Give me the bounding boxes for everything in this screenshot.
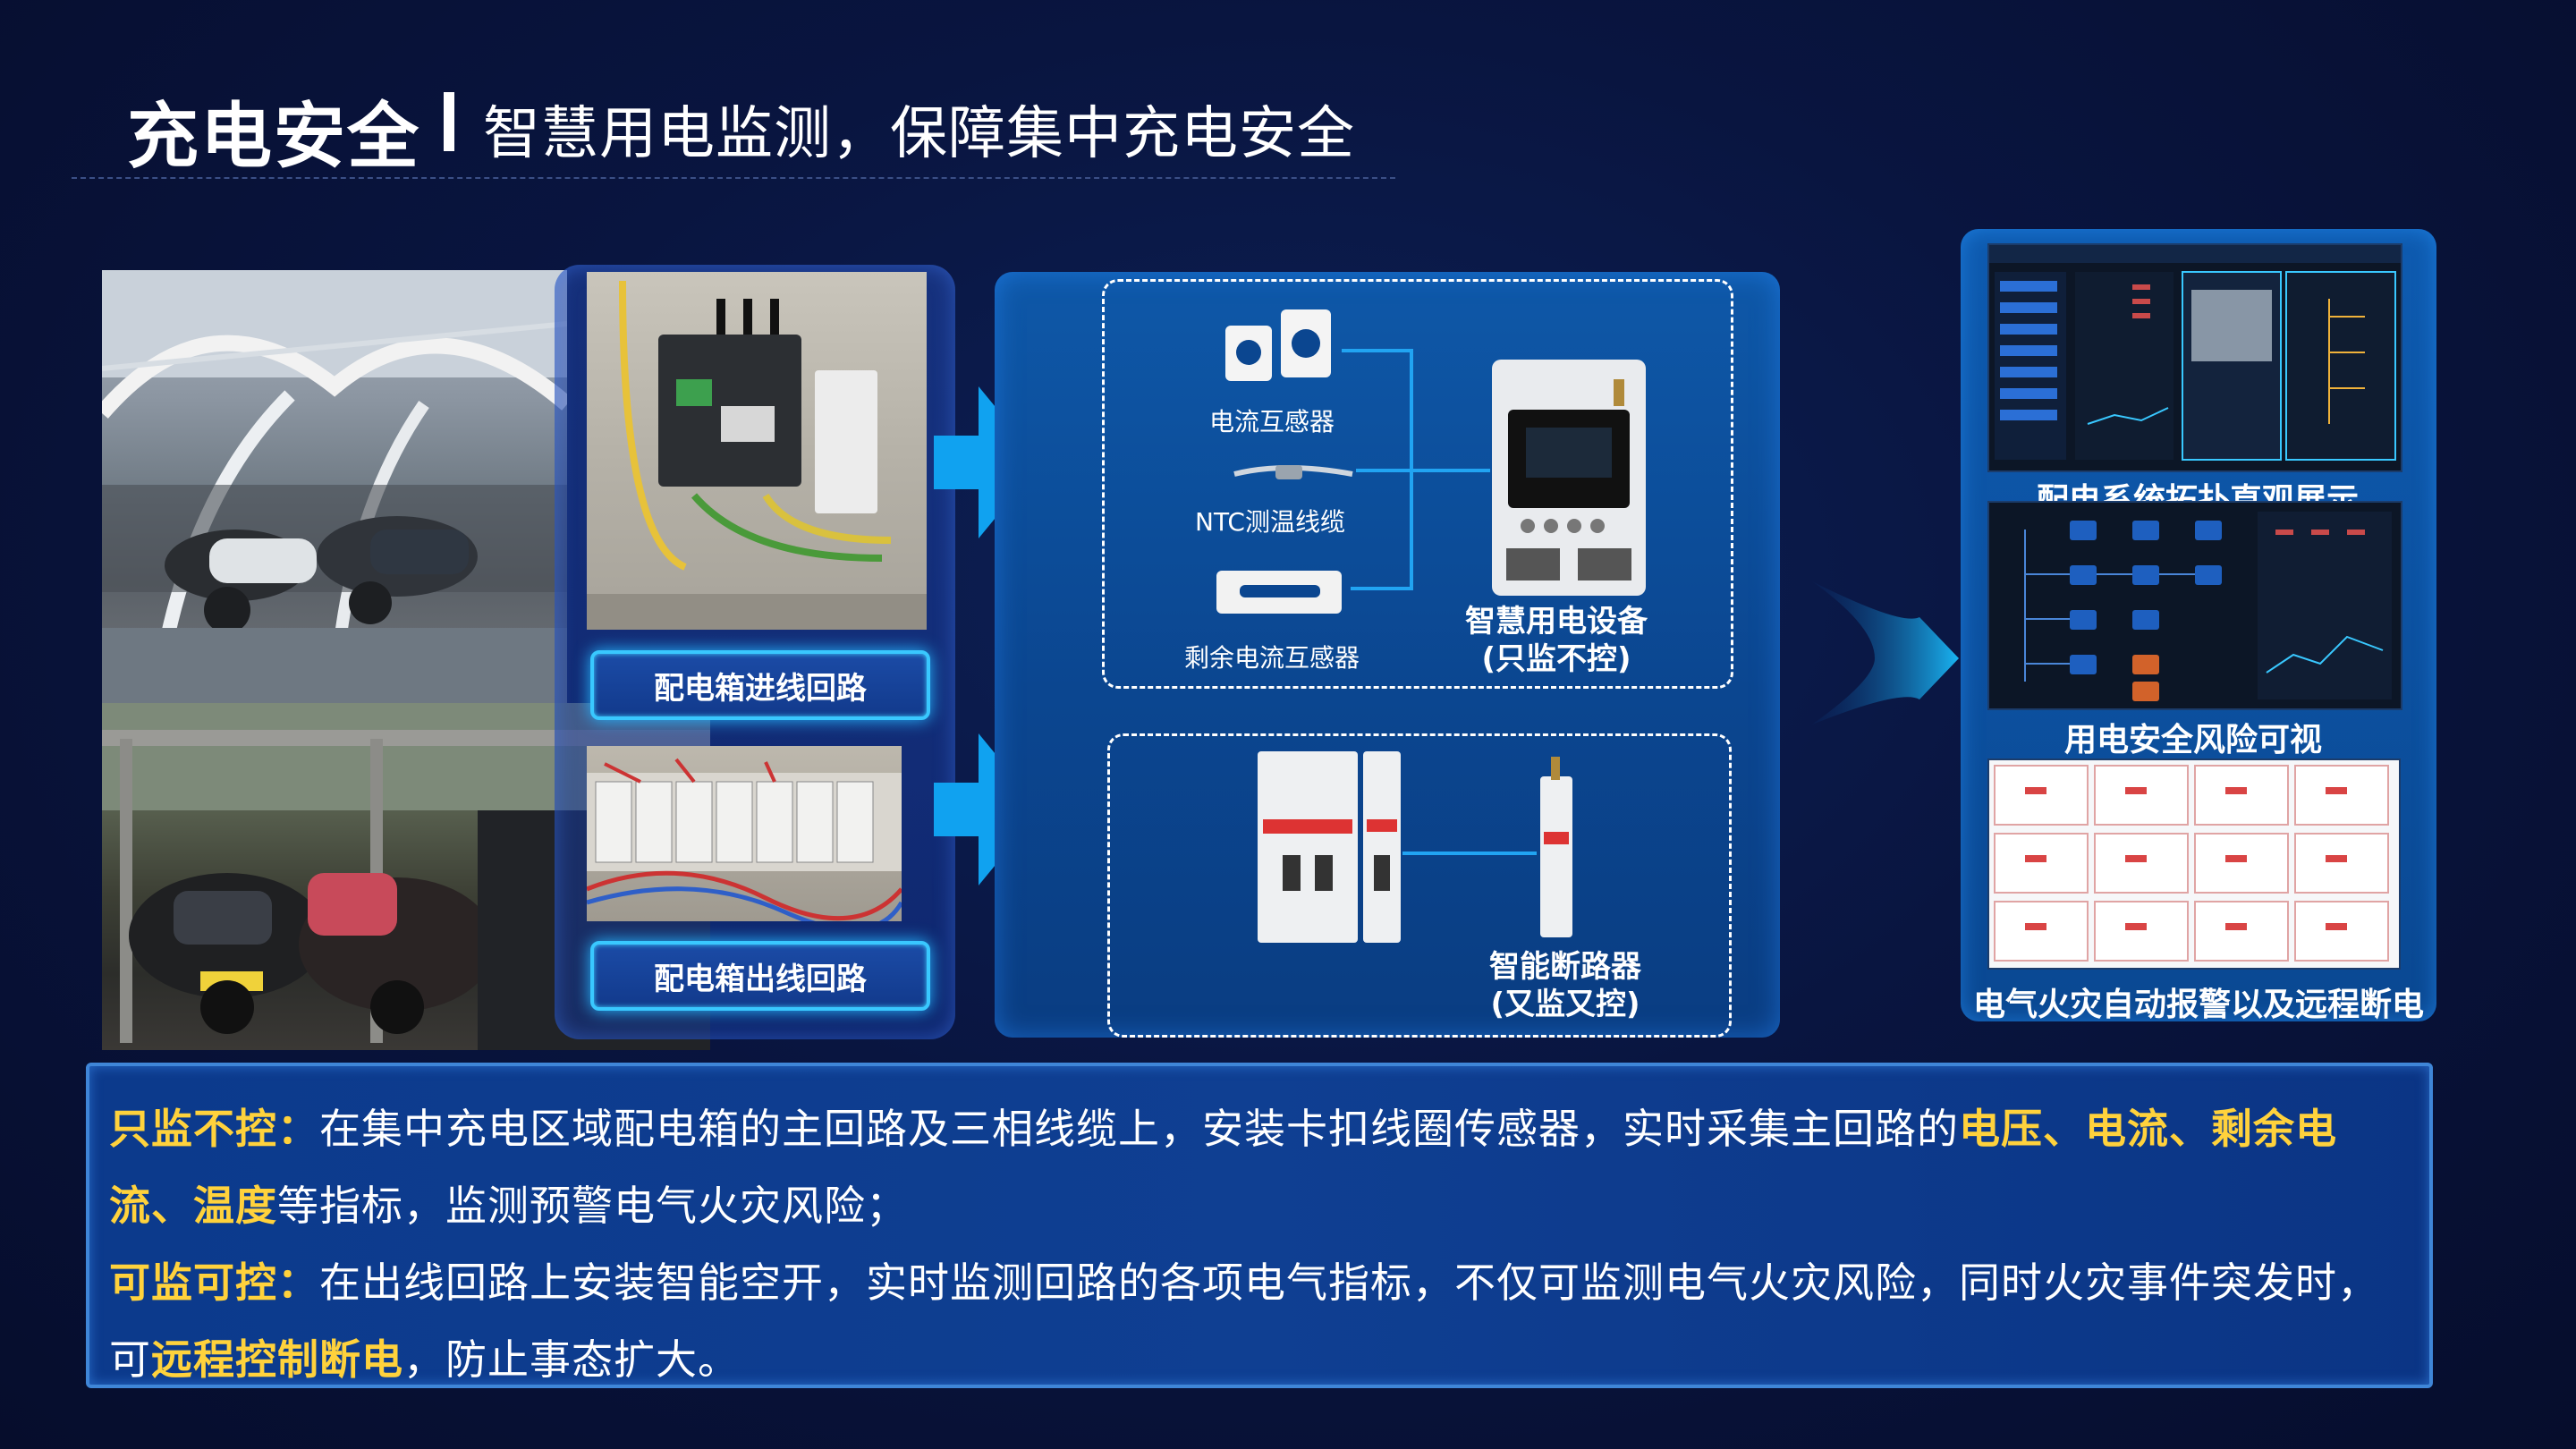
fire-alarm-caption: 电气火灾自动报警以及远程断电 [1973, 987, 2425, 1023]
current-transformer-icon [1225, 309, 1331, 381]
description-line-1: 只监不控：在集中充电区域配电箱的主回路及三相线缆上，安装卡扣线圈传感器，实时采集… [109, 1105, 2337, 1153]
residual-current-sensor-icon [1216, 571, 1342, 614]
smart-breaker-label: 智能断路器 (又监又控) [1489, 949, 1641, 1022]
ntc-cable-icon [1233, 465, 1353, 479]
wire [1356, 469, 1490, 472]
wire [1342, 349, 1411, 352]
wire [1351, 587, 1413, 590]
risk-view-screenshot [1987, 501, 2402, 710]
smart-power-device-icon [1492, 360, 1646, 596]
description-line-4: 可远程控制断电，防止事态扩大。 [109, 1335, 740, 1384]
wire [1402, 852, 1537, 855]
page-subtitle: 智慧用电监测，保障集中充电安全 [483, 101, 1355, 167]
arrow-right-icon [934, 733, 1041, 886]
outgoing-circuit-label: 配电箱出线回路 [590, 941, 930, 1011]
outgoing-circuit-photo [587, 746, 902, 921]
covered-parking-photo [102, 703, 710, 1050]
chevron-right-icon [1812, 581, 1959, 724]
breaker-module-icon [1540, 757, 1572, 937]
current-transformer-label: 电流互感器 [1209, 407, 1335, 436]
incoming-circuit-label: 配电箱进线回路 [590, 650, 930, 720]
page-title: 充电安全 [127, 95, 420, 178]
ntc-cable-label: NTC测温线缆 [1195, 507, 1345, 537]
monitor-control-group [1107, 733, 1732, 1038]
description-box: 只监不控：在集中充电区域配电箱的主回路及三相线缆上，安装卡扣线圈传感器，实时采集… [86, 1063, 2433, 1388]
description-line-3: 可监可控：在出线回路上安装智能空开，实时监测回路的各项电气指标，不仅可监测电气火… [109, 1258, 2379, 1307]
residual-current-sensor-label: 剩余电流互感器 [1184, 643, 1360, 673]
monitor-only-group [1102, 279, 1733, 689]
smart-power-device-label: 智慧用电设备 (只监不控) [1465, 604, 1648, 677]
smart-breaker-icon [1258, 751, 1401, 943]
incoming-circuit-photo [587, 272, 927, 630]
risk-view-caption: 用电安全风险可视 [2063, 722, 2322, 758]
canopy-parking-photo [102, 270, 567, 705]
description-line-2: 流、温度等指标，监测预警电气火灾风险； [109, 1182, 908, 1230]
alarm-list-screenshot [1987, 758, 2401, 970]
arrow-right-icon [934, 386, 1041, 538]
title-divider [444, 92, 454, 151]
topology-screenshot [1987, 243, 2402, 472]
title-underline [72, 177, 1395, 179]
